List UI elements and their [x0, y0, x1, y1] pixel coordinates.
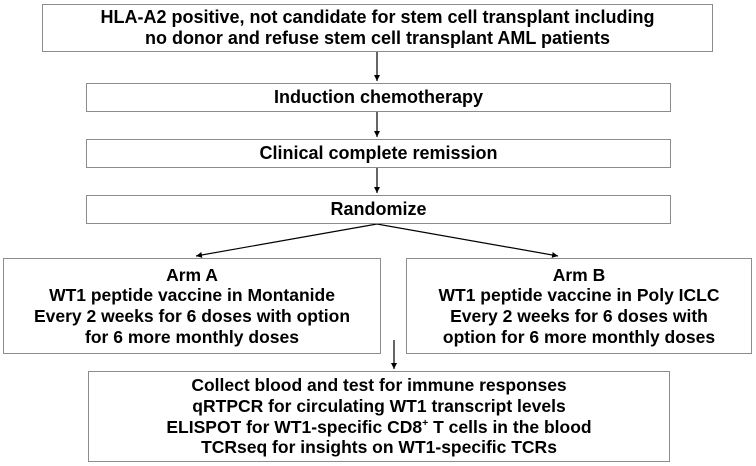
arm-a-line-3: for 6 more monthly doses [85, 326, 299, 347]
outcomes-line-3-pre: ELISPOT for WT1-specific CD8 [166, 416, 423, 437]
randomize-label: Randomize [330, 198, 427, 219]
arm-b-title: Arm B [552, 264, 606, 285]
arm-b-line-3: option for 6 more monthly doses [442, 326, 716, 347]
arm-a-line-2: Every 2 weeks for 6 doses with option [33, 306, 351, 326]
arm-b-line-1: WT1 peptide vaccine in Poly ICLC [438, 285, 720, 306]
induction-label: Induction chemotherapy [273, 86, 484, 107]
outcomes-line-4: TCRseq for insights on WT1-specific TCRs [201, 437, 557, 458]
arm-a-title: Arm A [166, 264, 218, 285]
outcomes-line-3-sup: + [422, 416, 429, 429]
eligibility-line-2: no donor and refuse stem cell transplant… [144, 28, 611, 48]
outcomes-box: Collect blood and test for immune respon… [88, 371, 670, 462]
remission-box: Clinical complete remission [86, 139, 671, 168]
arm-b-box: Arm B WT1 peptide vaccine in Poly ICLC E… [406, 258, 752, 354]
induction-box: Induction chemotherapy [86, 83, 671, 112]
outcomes-line-3-post: T cells in the blood [428, 416, 592, 437]
remission-label: Clinical complete remission [259, 142, 498, 163]
outcomes-line-1: Collect blood and test for immune respon… [191, 375, 567, 396]
arm-a-box: Arm A WT1 peptide vaccine in Montanide E… [3, 258, 381, 354]
arm-b-line-2: Every 2 weeks for 6 doses with [450, 306, 708, 326]
eligibility-box: HLA-A2 positive, not candidate for stem … [42, 4, 713, 52]
arrow-randomize-to-arm-a [195, 223, 378, 258]
arrow-randomize-to-arm-b [376, 223, 559, 258]
eligibility-line-1: HLA-A2 positive, not candidate for stem … [100, 6, 655, 27]
outcomes-line-2: qRTPCR for circulating WT1 transcript le… [192, 395, 566, 416]
arm-a-line-1: WT1 peptide vaccine in Montanide [49, 285, 335, 306]
randomize-box: Randomize [86, 195, 671, 224]
outcomes-line-3: ELISPOT for WT1-specific CD8+ T cells in… [166, 417, 591, 438]
